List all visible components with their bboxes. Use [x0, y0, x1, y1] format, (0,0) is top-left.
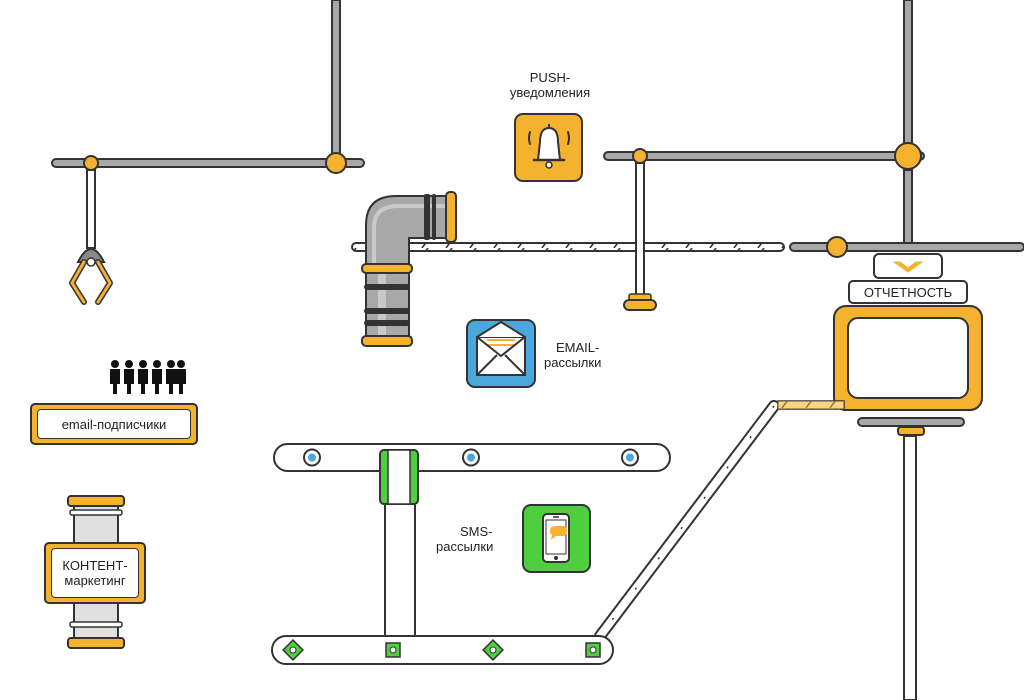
- email-label: EMAIL- рассылки: [544, 340, 624, 370]
- email-label-line2: рассылки: [544, 355, 602, 370]
- content-label-line1: КОНТЕНТ-: [62, 558, 128, 573]
- people-icon: [110, 360, 186, 394]
- push-label: PUSH- уведомления: [490, 70, 610, 100]
- email-label-line1: EMAIL-: [556, 340, 600, 355]
- push-label-line2: уведомления: [509, 85, 591, 100]
- robot-claw-icon: [69, 248, 113, 305]
- sms-label: SMS- рассылки: [436, 524, 516, 554]
- diagonal-conveyor: [594, 400, 845, 642]
- content-label: КОНТЕНТ- маркетинг: [51, 548, 139, 598]
- content-plate: КОНТЕНТ- маркетинг: [44, 542, 146, 604]
- envelope-icon: [466, 319, 536, 388]
- elbow-pipe-icon: [361, 191, 457, 347]
- subscribers-label: email-подписчики: [37, 409, 191, 439]
- left-pipe-frame: [51, 0, 365, 249]
- upper-conveyor: [273, 443, 671, 472]
- hatched-conveyor: [351, 242, 785, 252]
- reports-label-text: ОТЧЕТНОСТЬ: [863, 284, 953, 300]
- smartphone-icon: [522, 504, 591, 573]
- sms-label-line1: SMS-: [460, 524, 493, 539]
- lower-conveyor: [271, 635, 614, 665]
- push-label-line1: PUSH-: [529, 70, 571, 85]
- monitor-icon: [833, 305, 983, 700]
- content-label-line2: маркетинг: [64, 573, 126, 588]
- sms-label-line2: рассылки: [436, 539, 494, 554]
- reports-label: ОТЧЕТНОСТЬ: [848, 280, 968, 304]
- right-pipe-frame: [603, 0, 1024, 311]
- vertical-piston: [379, 449, 419, 659]
- chevron-down-icon: [873, 253, 943, 279]
- subscribers-plate: email-подписчики: [30, 403, 198, 445]
- bell-icon: [514, 113, 583, 182]
